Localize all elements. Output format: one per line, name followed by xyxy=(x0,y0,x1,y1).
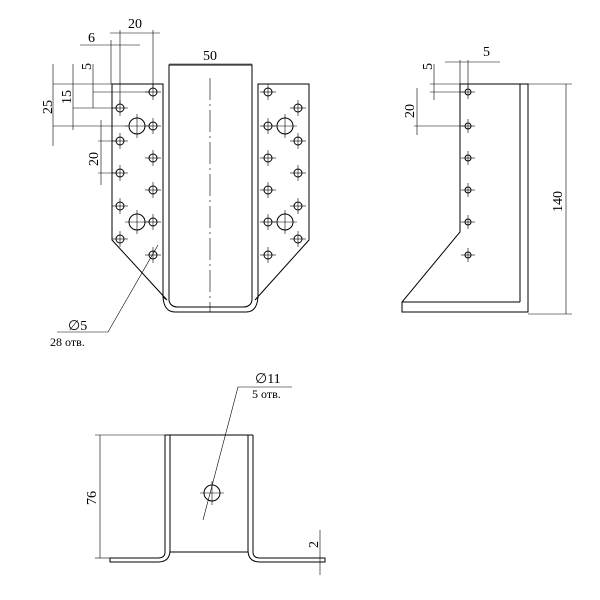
front-holes xyxy=(112,84,306,263)
hole-diameter-note: ∅5 xyxy=(68,319,87,334)
dim-channel-width: 50 xyxy=(203,49,217,64)
hole11-count-note: 5 отв. xyxy=(252,387,281,401)
bottom-view: 76 ∅11 5 отв. 2 xyxy=(85,372,326,575)
leader-line xyxy=(57,244,159,333)
right-flange-plate xyxy=(254,83,310,301)
hole-count-note: 28 отв. xyxy=(50,335,85,349)
dim-side-offset: 5 xyxy=(483,45,490,60)
dim-top-pitch: 20 xyxy=(128,17,142,32)
leader-line xyxy=(202,386,292,521)
front-view: 20 6 50 25 15 5 20 ∅5 28 отв. xyxy=(41,17,310,349)
side-holes xyxy=(461,85,475,262)
dim-height: 140 xyxy=(551,191,566,212)
side-view: 140 5 20 5 xyxy=(401,45,572,315)
left-flange-plate xyxy=(111,83,168,301)
channel-inner xyxy=(168,64,253,308)
dim-row-offset: 25 xyxy=(41,100,56,114)
dim-top-edge: 5 xyxy=(80,63,95,70)
dim-vertical-pitch: 20 xyxy=(87,152,102,166)
dim-row-pitch-small: 15 xyxy=(60,90,75,104)
bottom-right-wall xyxy=(247,435,326,563)
dim-thickness: 2 xyxy=(307,541,322,548)
dim-edge-offset: 6 xyxy=(88,31,95,46)
bottom-left-wall xyxy=(109,435,171,563)
dim-bottom-height: 76 xyxy=(85,491,100,505)
dim-side-vertical-pitch: 20 xyxy=(403,104,418,118)
dim-side-top-edge: 5 xyxy=(421,63,436,70)
side-plate xyxy=(401,83,529,313)
channel-outer xyxy=(162,84,259,313)
hole11-diameter-note: ∅11 xyxy=(255,372,281,387)
